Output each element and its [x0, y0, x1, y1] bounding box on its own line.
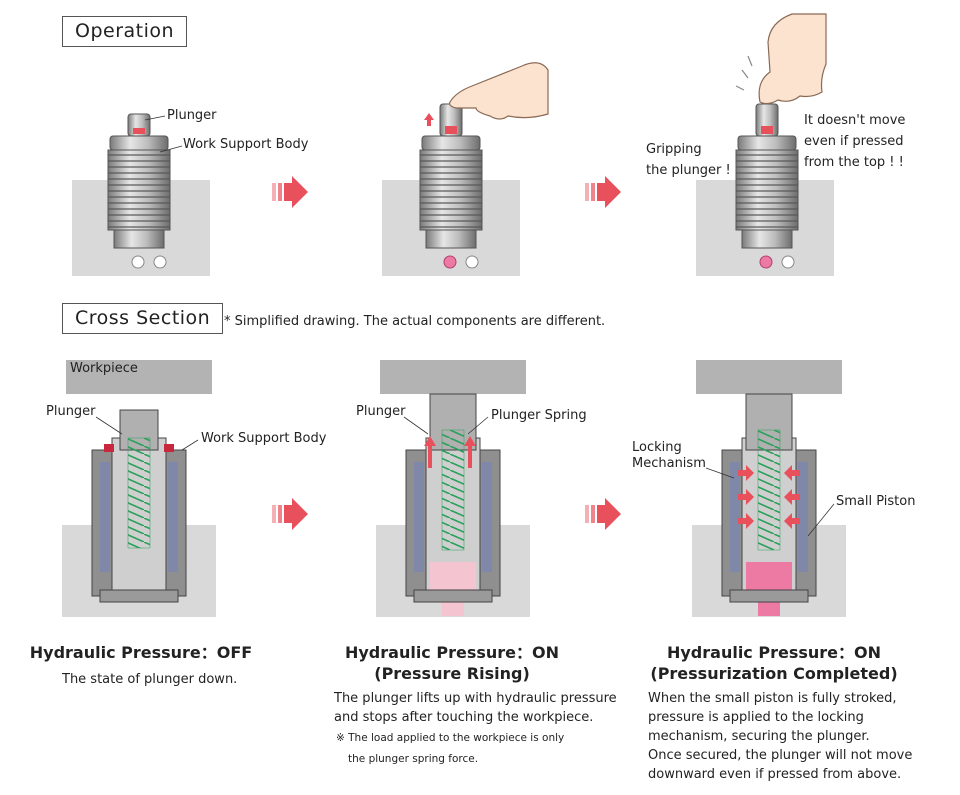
workpiece-1: [66, 360, 212, 394]
simplified-note: * Simplified drawing. The actual compone…: [224, 314, 606, 329]
cross-section-heading: Cross Section: [62, 303, 224, 334]
arrow-cs-2: [585, 498, 621, 530]
operation-heading: Operation: [62, 16, 188, 47]
state-3-desc: When the small piston is fully stroked,p…: [648, 691, 913, 782]
cs-label-workpiece: Workpiece: [70, 361, 138, 376]
state-2-note: ※ The load applied to the workpiece is o…: [336, 732, 565, 765]
fist-hand-icon: [735, 13, 827, 105]
state-2-desc: The plunger lifts up with hydraulic pres…: [334, 691, 617, 725]
state-1-title: Hydraulic Pressure：OFF: [29, 643, 253, 662]
cross-section-illustrations: [62, 360, 846, 617]
op-label-work-support-body: Work Support Body: [183, 137, 309, 152]
state-1-desc: The state of plunger down.: [62, 672, 238, 687]
arrow-op-1: [272, 176, 308, 208]
work-support-3: [735, 103, 799, 269]
state-2-title: Hydraulic Pressure：ON(Pressure Rising): [344, 643, 560, 683]
cross-body-1: [91, 409, 187, 603]
op-label-plunger: Plunger: [167, 108, 217, 123]
cs-label-plunger-spring: Plunger Spring: [491, 408, 587, 423]
arrow-cs-1: [272, 498, 308, 530]
work-support-2: [419, 103, 483, 269]
cs-label-plunger-1: Plunger: [46, 404, 96, 419]
operation-illustrations: [72, 13, 834, 276]
cs-label-small-piston: Small Piston: [836, 494, 916, 509]
arrow-op-2: [585, 176, 621, 208]
cross-body-2: [405, 393, 501, 616]
cs-label-work-support-body: Work Support Body: [201, 431, 327, 446]
cs-label-plunger-2: Plunger: [356, 404, 406, 419]
state-3-title: Hydraulic Pressure：ON(Pressurization Com…: [650, 643, 898, 683]
workpiece-3: [696, 360, 842, 394]
cross-body-3: [721, 393, 817, 616]
finger-hand-icon: [449, 62, 549, 120]
work-support-1: [107, 113, 171, 269]
workpiece-2: [380, 360, 526, 394]
